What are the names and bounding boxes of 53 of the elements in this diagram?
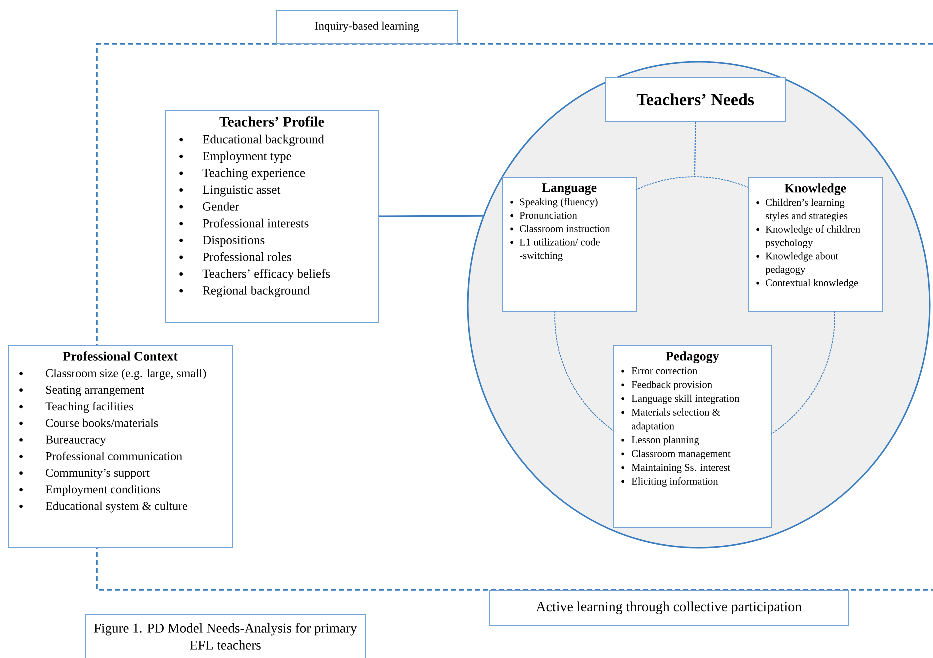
box-heading: Professional Context	[63, 352, 178, 361]
list-item: Professional communication	[20, 452, 182, 460]
list-item: Seating arrangement	[20, 386, 144, 397]
list-item: Employment conditions	[20, 485, 160, 496]
list-item: Linguistic asset	[180, 186, 281, 197]
list-item: Professional roles	[180, 252, 292, 262]
list-item: Children’s learning styles and strategies	[756, 198, 848, 222]
label-box: Active learning through collective participation	[489, 590, 850, 626]
list-box	[613, 345, 772, 528]
list-item: Lesson planning	[622, 436, 700, 446]
connector-line	[379, 215, 484, 218]
list-item: Speaking (fluency)	[510, 198, 598, 208]
list-item: Maintaining Ss. interest	[622, 464, 731, 474]
box-heading: Pedagogy	[666, 352, 720, 364]
list-item: Community’s support	[20, 468, 150, 480]
caption-box: Figure 1. PD Model Needs-Analysis for primary EFL teachers	[85, 614, 366, 658]
title-box: Teachers’ Needs	[605, 77, 786, 122]
box-heading: Language	[542, 184, 597, 195]
list-item: Teaching experience	[180, 168, 306, 180]
list-item: Feedback provision	[622, 381, 712, 390]
list-item: Bureaucracy	[20, 436, 106, 446]
list-box	[165, 110, 380, 324]
list-item: Knowledge of children psychology	[756, 226, 860, 248]
list-item: Pronunciation	[510, 212, 578, 219]
list-item: Employment type	[180, 152, 292, 164]
list-item: Educational system & culture	[20, 502, 188, 513]
connector-line	[694, 122, 748, 188]
label-box: Inquiry-based learning	[276, 10, 458, 44]
list-item: Course books/materials	[20, 418, 158, 428]
list-item: Gender	[180, 202, 240, 211]
list-item: Materials selection & adaptation	[622, 408, 720, 432]
list-item: Language skill integration	[622, 394, 740, 404]
list-item: Teaching facilities	[20, 402, 134, 414]
list-item: Regional background	[180, 286, 310, 298]
list-item: Classroom size (e.g. large, small)	[20, 369, 206, 380]
list-item: Teachers’ efficacy beliefs	[180, 269, 330, 281]
list-box	[748, 177, 884, 312]
list-item: Educational background	[180, 134, 324, 146]
list-box	[502, 177, 638, 312]
box-heading: Knowledge	[784, 184, 846, 196]
list-box	[8, 345, 234, 548]
list-item: Contextual knowledge	[756, 279, 858, 289]
list-item: Classroom management	[622, 450, 731, 460]
list-item: Eliciting information	[622, 478, 718, 488]
list-item: Dispositions	[180, 236, 265, 248]
list-item: Classroom instruction	[510, 225, 610, 232]
list-item: L1 utilization/ code -switching	[510, 238, 600, 262]
list-item: Knowledge about pedagogy	[756, 252, 838, 276]
list-item: Professional interests	[180, 218, 309, 228]
box-heading: Teachers’ Profile	[220, 116, 324, 127]
list-item: Error correction	[622, 368, 698, 375]
connector-line	[554, 310, 614, 431]
connector-line	[770, 310, 836, 436]
